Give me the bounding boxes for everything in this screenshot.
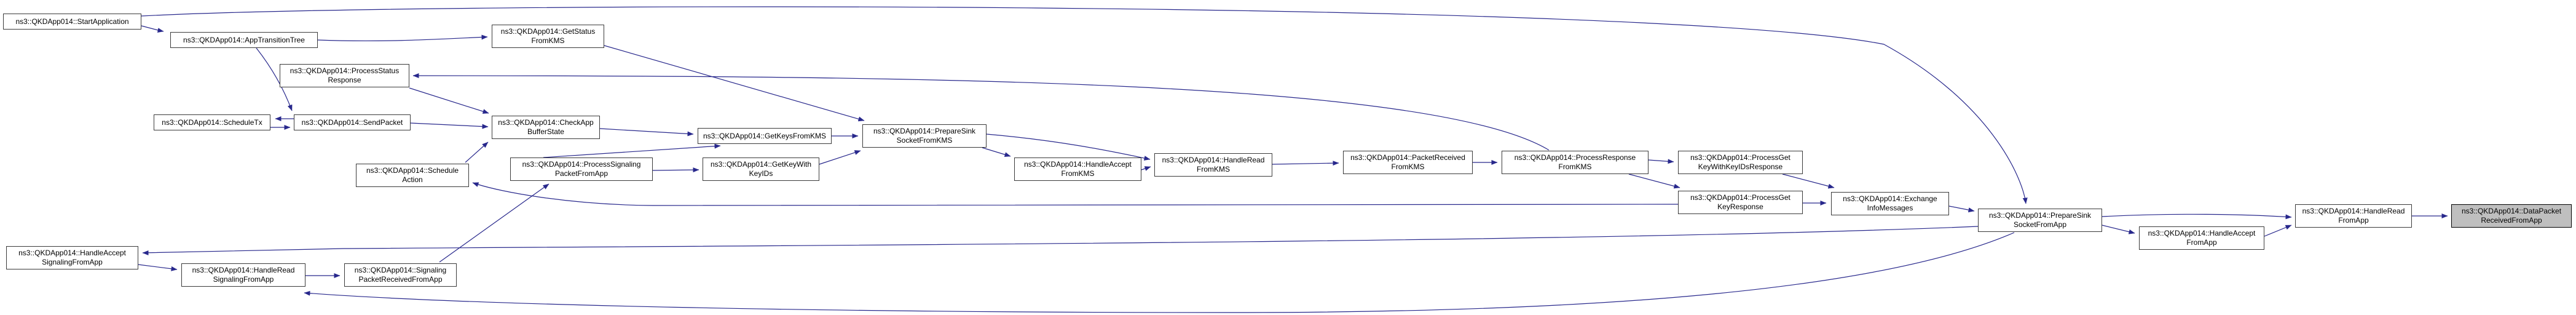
node-process-signaling-packet-from-app[interactable]: ns3::QKDApp014::ProcessSignaling PacketF… xyxy=(510,158,653,181)
edge-start-application-to-prepare-sink-socket-from-app xyxy=(141,6,2028,204)
edge-schedule-action-to-check-app-buffer-state xyxy=(465,142,489,163)
edge-start-application-to-app-transition-tree xyxy=(141,25,164,33)
edge-process-response-from-kms-to-process-get-key-response xyxy=(1628,173,1680,189)
node-data-packet-received-from-app[interactable]: ns3::QKDApp014::DataPacket ReceivedFromA… xyxy=(2451,204,2572,228)
node-handle-read-signaling-from-app[interactable]: ns3::QKDApp014::HandleRead SignalingFrom… xyxy=(181,263,305,287)
edge-prepare-sink-socket-from-kms-to-handle-accept-from-kms xyxy=(982,147,1011,158)
node-handle-accept-signaling-from-app[interactable]: ns3::QKDApp014::HandleAccept SignalingFr… xyxy=(6,246,138,269)
node-get-key-with-key-ids[interactable]: ns3::QKDApp014::GetKeyWith KeyIDs xyxy=(703,158,819,181)
edge-process-response-from-kms-to-process-status-response xyxy=(412,73,1550,151)
node-process-status-response[interactable]: ns3::QKDApp014::ProcessStatus Response xyxy=(280,64,409,87)
edge-handle-accept-signaling-from-app-to-handle-read-signaling-from-app xyxy=(138,264,178,271)
edge-app-transition-tree-to-send-packet xyxy=(256,47,293,111)
node-prepare-sink-socket-from-app[interactable]: ns3::QKDApp014::PrepareSink SocketFromAp… xyxy=(1978,209,2102,232)
node-get-keys-from-kms[interactable]: ns3::QKDApp014::GetKeysFromKMS xyxy=(698,128,832,144)
edge-process-get-key-response-to-schedule-action xyxy=(472,182,1679,207)
edge-handle-accept-from-app-to-handle-read-from-app xyxy=(2264,225,2292,237)
node-handle-accept-from-app[interactable]: ns3::QKDApp014::HandleAccept FromApp xyxy=(2139,226,2264,250)
edge-process-get-key-with-key-ids-response-to-exchange-info-messages xyxy=(1782,173,1835,189)
edge-prepare-sink-socket-from-app-to-handle-accept-signaling-from-app xyxy=(142,226,1979,255)
node-send-packet[interactable]: ns3::QKDApp014::SendPacket xyxy=(294,114,411,130)
edge-signaling-packet-received-from-app-to-process-signaling-packet-from-app xyxy=(439,183,549,263)
node-exchange-info-messages[interactable]: ns3::QKDApp014::Exchange InfoMessages xyxy=(1831,192,1949,215)
edge-prepare-sink-socket-from-kms-to-handle-read-from-kms xyxy=(986,134,1151,161)
node-process-get-key-with-key-ids-response[interactable]: ns3::QKDApp014::ProcessGet KeyWithKeyIDs… xyxy=(1678,151,1803,174)
node-schedule-action[interactable]: ns3::QKDApp014::Schedule Action xyxy=(356,164,469,187)
edge-handle-read-from-kms-to-packet-received-from-kms xyxy=(1272,161,1339,166)
node-start-application[interactable]: ns3::QKDApp014::StartApplication xyxy=(3,14,141,30)
node-check-app-buffer-state[interactable]: ns3::QKDApp014::CheckApp BufferState xyxy=(492,116,600,139)
node-handle-accept-from-kms[interactable]: ns3::QKDApp014::HandleAccept FromKMS xyxy=(1014,158,1141,181)
node-handle-read-from-kms[interactable]: ns3::QKDApp014::HandleRead FromKMS xyxy=(1154,153,1272,177)
edge-prepare-sink-socket-from-app-to-handle-read-from-app xyxy=(2101,213,2292,220)
node-prepare-sink-socket-from-kms[interactable]: ns3::QKDApp014::PrepareSink SocketFromKM… xyxy=(862,124,987,148)
node-get-status-from-kms[interactable]: ns3::QKDApp014::GetStatus FromKMS xyxy=(492,25,604,48)
node-process-get-key-response[interactable]: ns3::QKDApp014::ProcessGet KeyResponse xyxy=(1678,191,1803,214)
node-handle-read-from-app[interactable]: ns3::QKDApp014::HandleRead FromApp xyxy=(2295,204,2412,228)
edge-get-key-with-key-ids-to-prepare-sink-socket-from-kms xyxy=(819,150,861,165)
edge-send-packet-to-check-app-buffer-state xyxy=(410,122,489,129)
node-process-response-from-kms[interactable]: ns3::QKDApp014::ProcessResponse FromKMS xyxy=(1502,151,1648,174)
edge-handle-accept-from-kms-to-handle-read-from-kms xyxy=(1141,166,1151,171)
node-packet-received-from-kms[interactable]: ns3::QKDApp014::PacketReceived FromKMS xyxy=(1343,151,1473,174)
edge-get-status-from-kms-to-prepare-sink-socket-from-kms xyxy=(604,45,865,122)
node-signaling-packet-received-from-app[interactable]: ns3::QKDApp014::Signaling PacketReceived… xyxy=(344,263,457,287)
edge-process-response-from-kms-to-process-get-key-with-key-ids-response xyxy=(1648,159,1674,164)
edge-app-transition-tree-to-get-status-from-kms xyxy=(317,34,488,42)
edge-exchange-info-messages-to-prepare-sink-socket-from-app xyxy=(1948,205,1975,213)
node-schedule-tx[interactable]: ns3::QKDApp014::ScheduleTx xyxy=(154,114,270,130)
edge-check-app-buffer-state-to-get-keys-from-kms xyxy=(599,128,694,137)
node-app-transition-tree[interactable]: ns3::QKDApp014::AppTransitionTree xyxy=(170,32,318,48)
edge-process-signaling-packet-from-app-to-get-keys-from-kms xyxy=(543,143,721,158)
edge-prepare-sink-socket-from-app-to-handle-accept-from-app xyxy=(2101,225,2135,234)
edge-process-status-response-to-check-app-buffer-state xyxy=(409,87,489,114)
edge-prepare-sink-socket-from-app-to-handle-read-signaling-from-app xyxy=(304,232,2015,313)
